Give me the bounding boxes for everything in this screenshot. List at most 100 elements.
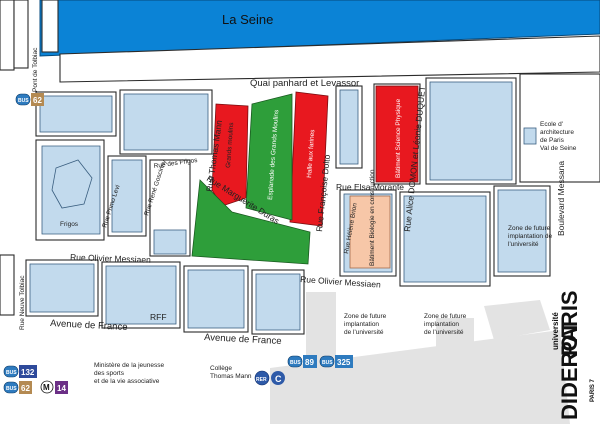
bus-icon-label: BUS [6,386,17,392]
bus-icon [3,365,19,378]
building-low-1 [29,263,95,313]
bus-icon [15,93,31,106]
label-frigos: Frigos [60,221,79,228]
building-mid-a [111,159,143,233]
metro-icon-label: M [43,383,50,392]
label-zone3-3: de l'université [424,329,464,336]
building-mid-e [497,189,547,273]
jardin-green [191,179,311,265]
line-132-badge [19,365,37,378]
building-top-4 [429,81,513,181]
block-pont-left [13,0,29,69]
building-top-3 [339,89,359,165]
block-left-bottom [0,254,15,316]
transit-rer-c: RER C [254,370,285,386]
label-halle: Halle aux farines [306,129,316,179]
building-mid-d [403,195,487,283]
esplanade-green [245,93,293,221]
line-325-label: 325 [337,358,351,367]
building-top-1 [39,95,113,133]
future-zone-4 [270,330,570,424]
label-rff: RFF [150,312,167,322]
label-zone3-1: Zone de future [424,313,467,320]
transit-bus-62-bottom: BUS 62 [3,381,32,394]
logo-small-universite: université [551,312,560,350]
street-neuve-tolbiac: Rue Neuve Tolbiac [19,275,26,330]
label-ecole-4: Val de Seine [540,145,577,152]
building-frigos-inner [51,159,93,209]
label-zone1-2: implantation de [508,233,552,240]
logo-word-diderot: DIDEROT [557,320,582,420]
building-bio [349,195,391,269]
line-14-label: 14 [57,384,66,393]
label-zone1-3: l'université [508,241,539,248]
quai-strip [59,35,600,83]
transit-bus-132: BUS 132 [3,365,37,378]
label-ecole-2: architecture [540,129,574,136]
rer-icon [254,370,270,386]
label-college-1: Collège [210,365,232,372]
building-grands-moulins [211,103,249,207]
label-zone1-1: Zone de future [508,225,551,232]
line-62-badge [31,93,44,106]
line-62-label: 62 [21,384,30,393]
line-62-badge [19,381,32,394]
street-avenue-left: Avenue de France [50,318,128,333]
label-ministere-1: Ministère de la jeunesse [94,362,164,369]
logo-word-paris: PARIS [557,290,582,356]
bus-icon-label: BUS [290,360,301,366]
block-left-top [0,0,15,71]
label-ministere-2: des sports [94,370,125,377]
line-132-label: 132 [21,368,35,377]
seine-river [39,0,600,57]
label-zone2-2: implantation [344,321,379,328]
label-zone2-1: Zone de future [344,313,387,320]
building-low-2 [105,265,177,325]
label-science: Bâtiment Science Physique [395,98,402,178]
building-low-3 [187,269,245,329]
bus-icon-label: BUS [18,98,29,104]
label-grands-moulins: Grands moulins [225,121,235,168]
building-science [375,85,419,183]
bus-icon [287,355,303,368]
street-messiaen-left: Rue Olivier Messiaen [70,252,151,265]
label-bio: Bâtiment Biologie en construction [369,169,376,266]
street-avenue-right: Avenue de France [204,332,282,347]
label-ministere-3: et de la vie associative [94,378,160,385]
paris-diderot-logo: PARIS DIDEROT université PARIS 7 [551,290,596,420]
street-elsa-morante: Rue Elsa Morante [336,182,404,192]
line-62-label: 62 [33,96,42,105]
label-ecole-1: Ecole d' [540,121,563,128]
metro-icon [40,380,54,394]
building-mid-b [153,229,187,255]
label-college-2: Thomas Mann [210,373,252,380]
street-messena: Boulevard Messana [556,161,566,236]
line-c-badge [271,371,285,385]
building-ecole [523,127,537,145]
bus-icon [3,381,19,394]
street-pont-tolbiac: Pont de Tolbiac [32,47,39,92]
seine-label: La Seine [222,12,273,27]
line-325-badge [335,355,353,368]
rer-icon-label: RER [256,377,267,383]
bus-icon-label: BUS [322,360,333,366]
logo-sub-paris7: PARIS 7 [590,378,596,402]
transit-bus-89-325: BUS 89 BUS 325 [287,355,353,368]
future-zone-1 [306,292,336,368]
line-c-label: C [275,374,282,384]
transit-bus-62-top: BUS 62 [15,93,44,106]
bus-icon-label: BUS [6,370,17,376]
label-ecole-3: de Paris [540,137,565,144]
building-top-2 [123,93,209,151]
future-zone-3 [484,300,550,340]
line-89-label: 89 [305,358,314,367]
line-14-badge [55,381,68,394]
bus-icon [319,355,335,368]
line-89-badge [303,355,317,368]
building-low-4 [255,273,301,331]
street-quai: Quai panhard et Levassor [250,78,359,89]
label-zone2-3: de l'université [344,329,384,336]
label-zone3-2: implantation [424,321,459,328]
transit-metro-14: M 14 [40,380,68,394]
